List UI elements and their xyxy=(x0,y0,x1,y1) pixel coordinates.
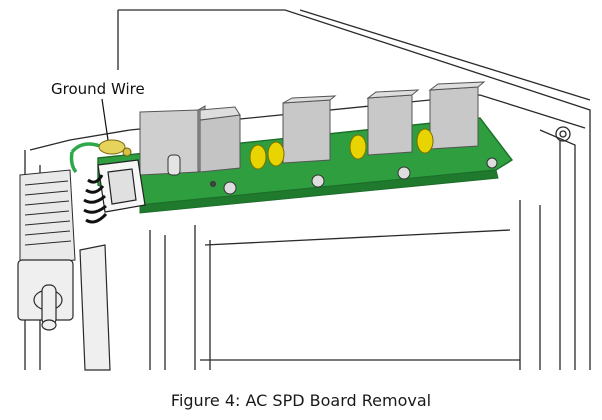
relay-block-icon xyxy=(366,89,420,156)
relay-block-icon xyxy=(428,81,486,150)
figure-caption: Figure 4: AC SPD Board Removal xyxy=(170,391,432,410)
surge-suppressor-coil-icon xyxy=(249,128,434,170)
ground-wire xyxy=(69,139,132,174)
ground-wire-label: Ground Wire xyxy=(51,80,145,98)
board-component xyxy=(167,154,181,176)
callout-leader-line xyxy=(101,98,109,141)
spd-board-illustration xyxy=(17,9,591,371)
heat-sink xyxy=(19,169,76,266)
relay-block-icon xyxy=(139,105,241,176)
mounting-screw-icon xyxy=(210,157,498,195)
wire-harness-connector-icon xyxy=(83,159,146,224)
toggle-switch-icon xyxy=(17,244,111,371)
relay-block-icon xyxy=(282,95,337,164)
